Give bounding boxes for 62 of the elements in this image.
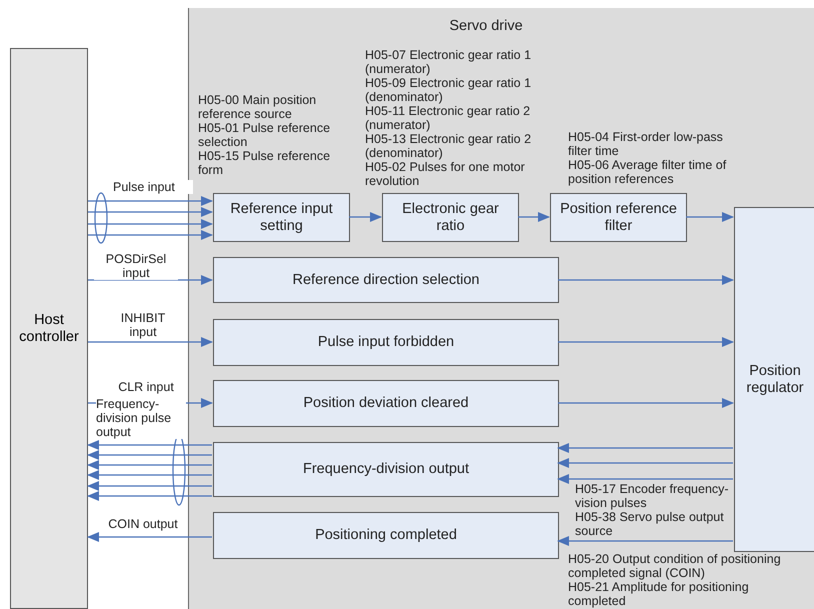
arrow <box>88 275 213 285</box>
parameter-note: H05-07 Electronic gear ratio 1 (numerator) <box>365 48 532 76</box>
node-label: Host controller <box>18 312 80 346</box>
arrow <box>557 536 733 546</box>
arrow <box>349 212 382 222</box>
arrow <box>88 196 213 206</box>
parameter-note: H05-11 Electronic gear ratio 2 (numerator) <box>365 104 532 132</box>
parameter-note: H05-02 Pulses for one motor revolution <box>365 160 526 188</box>
arrow <box>88 230 213 240</box>
process-box <box>213 380 559 427</box>
parameter-note: H05-15 Pulse reference form <box>198 149 332 177</box>
arrow <box>87 470 212 480</box>
node-label: Electronic gear ratio <box>401 200 500 234</box>
arrow <box>558 398 734 408</box>
parameter-note: H05-06 Average filter time of position references <box>568 158 728 186</box>
servo-drive-panel <box>188 8 814 609</box>
edge-label: POSDirSel input <box>94 252 178 280</box>
parameter-note: H05-00 Main position reference source <box>198 93 318 121</box>
arrow <box>557 458 733 468</box>
process-box <box>213 442 559 497</box>
arrow <box>88 207 213 217</box>
node-label: Position regulator <box>745 362 805 396</box>
arrow <box>87 450 212 460</box>
arrow <box>87 481 212 491</box>
parameter-note: H05-20 Output condition of positioning completed signal (COIN) <box>568 552 782 580</box>
node-label: Position reference filter <box>559 200 678 234</box>
arrow <box>87 491 212 501</box>
arrow <box>558 337 734 347</box>
edge-label: Pulse input <box>113 180 193 194</box>
parameter-note: H05-04 First-order low-pass filter time <box>568 130 724 158</box>
arrow <box>686 212 734 222</box>
host-controller-box <box>10 48 88 609</box>
node-label: Frequency-division output <box>302 461 470 478</box>
parameter-note: H05-09 Electronic gear ratio 1 (denominator) <box>365 76 532 104</box>
node-label: Pulse input forbidden <box>318 334 454 351</box>
process-box <box>213 319 559 366</box>
node-label: Reference direction selection <box>292 272 480 288</box>
arrow <box>557 474 733 484</box>
arrow <box>87 460 212 470</box>
parameter-note: H05-13 Electronic gear ratio 2 (denominator) <box>365 132 532 160</box>
process-box <box>382 193 519 242</box>
node-label: Reference input setting <box>229 200 334 234</box>
process-box <box>213 512 559 559</box>
parameter-note: H05-38 Servo pulse output source <box>575 510 725 538</box>
arrow <box>88 337 213 347</box>
node-label: Positioning completed <box>315 527 457 544</box>
process-box <box>550 193 687 242</box>
arrow <box>558 275 734 285</box>
arrow <box>88 219 213 229</box>
process-box <box>734 207 814 552</box>
arrow <box>87 440 212 450</box>
arrow <box>557 443 733 453</box>
parameter-note: H05-01 Pulse reference selection <box>198 121 332 149</box>
node-label: Position deviation cleared <box>303 395 469 412</box>
arrow <box>518 212 550 222</box>
panel-title: Servo drive <box>448 18 524 34</box>
edge-label: Frequency-division pulse output <box>96 397 186 439</box>
process-box <box>213 193 350 242</box>
process-box <box>213 257 559 303</box>
arrow <box>87 532 212 542</box>
parameter-note: H05-17 Encoder frequency-vision pulses <box>575 482 730 510</box>
parameter-note: H05-21 Amplitude for positioning completed <box>568 580 750 608</box>
